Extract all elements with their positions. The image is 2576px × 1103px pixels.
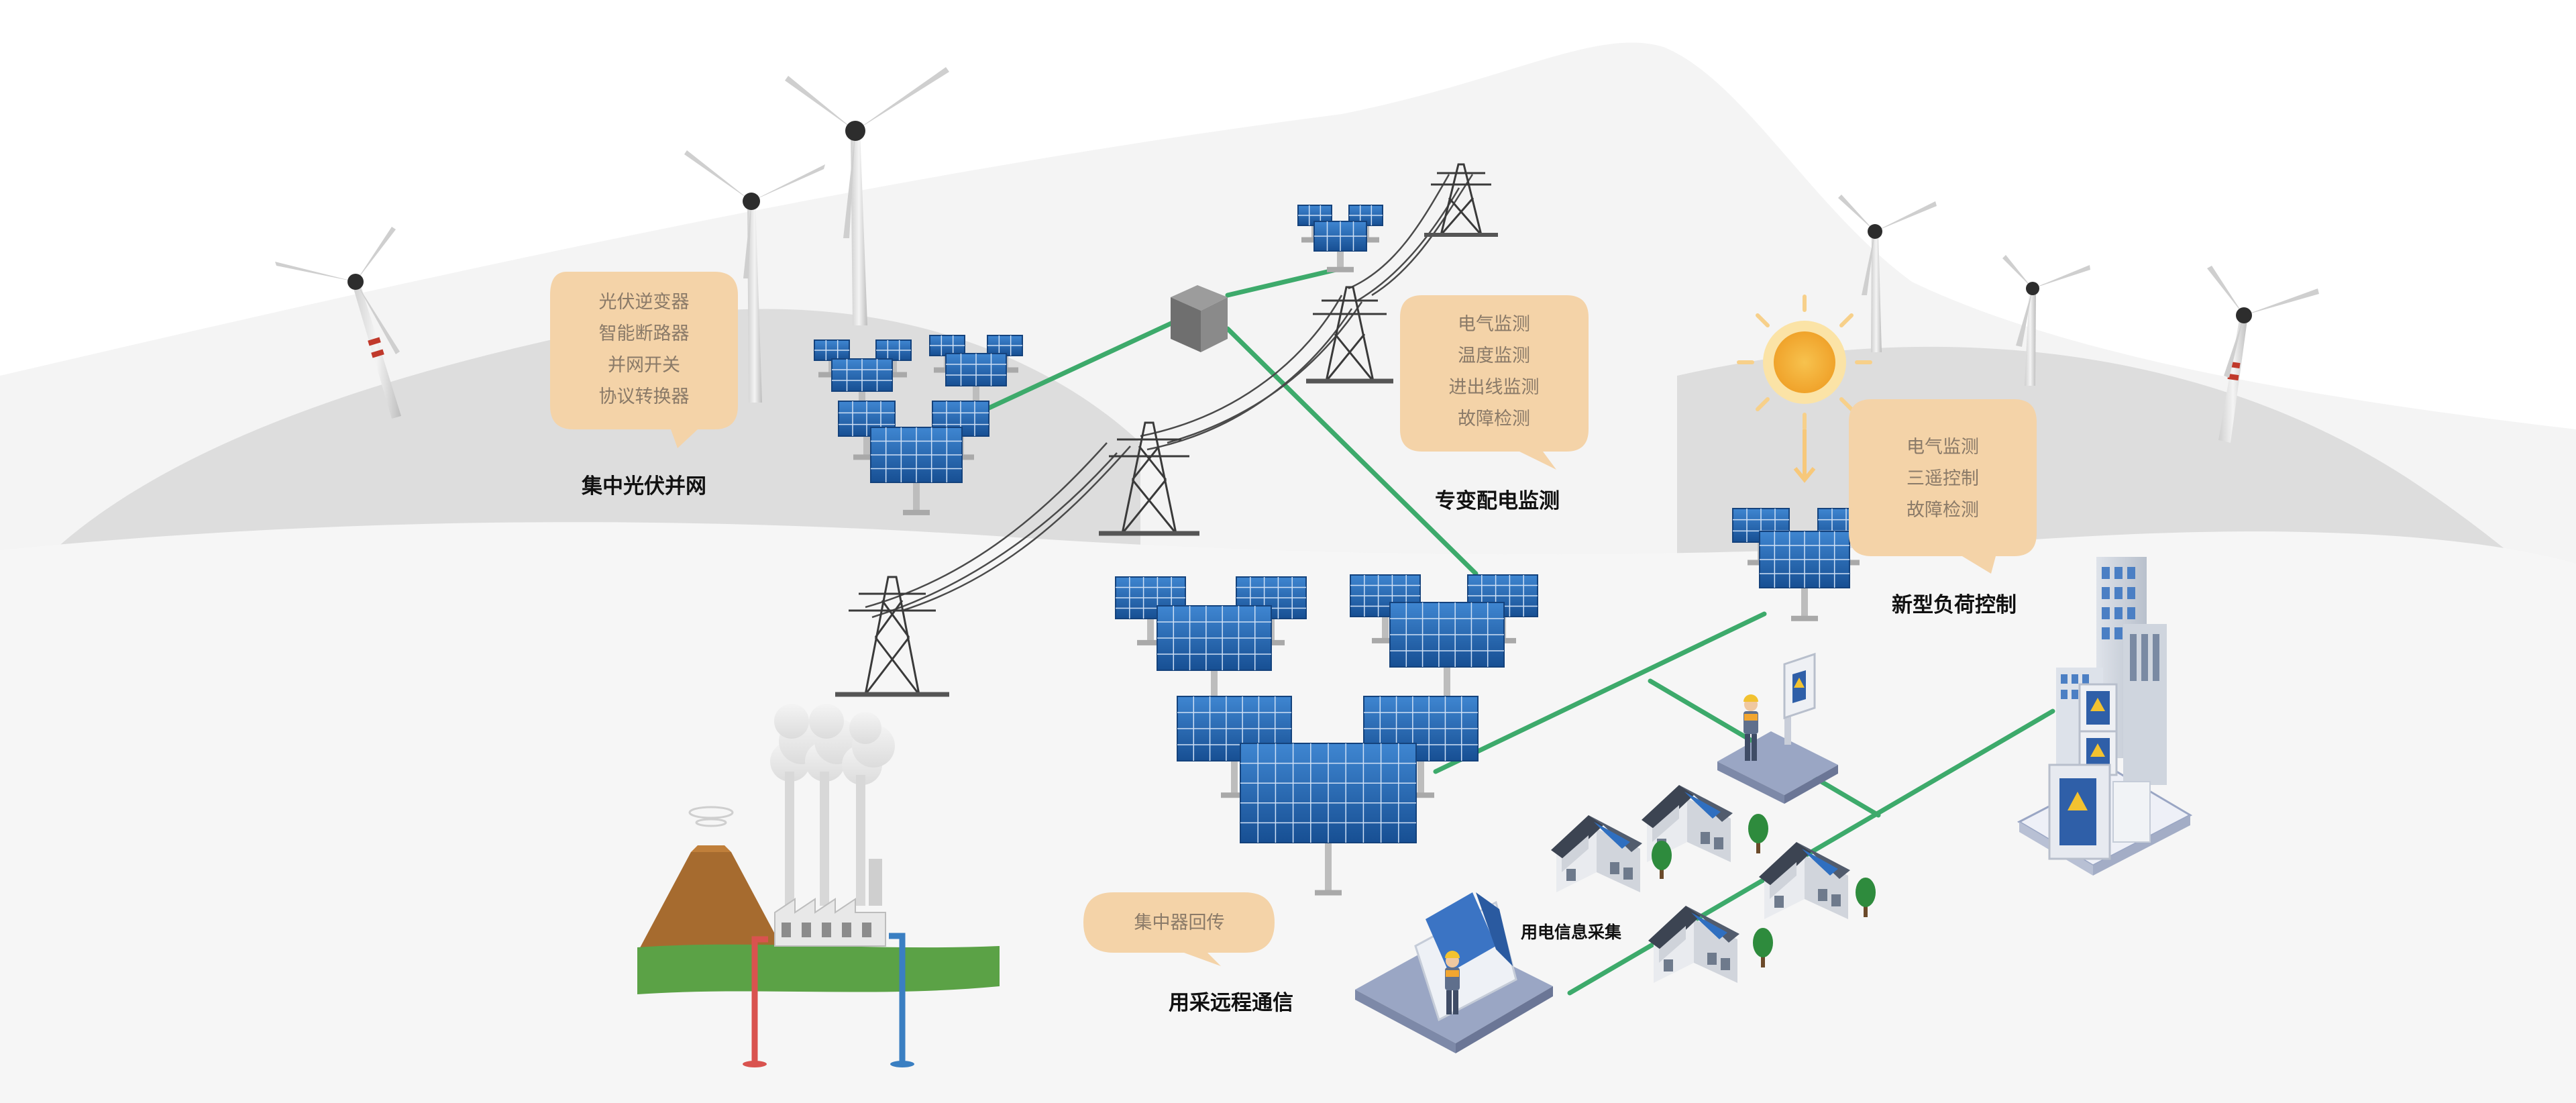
hot-pipe (751, 936, 768, 1061)
solar-panel-icon (1115, 576, 1186, 645)
tree-icon (1748, 814, 1768, 853)
bubble-line: 三遥控制 (1907, 468, 1979, 489)
transmission-tower-icon (1424, 163, 1498, 237)
warning-icon (1794, 678, 1805, 688)
link-line (1225, 326, 1479, 576)
bubble-line: 光伏逆变器 (599, 292, 690, 313)
caption-remote-comm: 用采远程通信 (1169, 991, 1293, 1015)
bubble-pv-grid: 光伏逆变器 智能断路器 并网开关 协议转换器 (550, 272, 738, 448)
bubble-line: 故障检测 (1458, 409, 1530, 429)
wind-turbine-icon (2002, 255, 2090, 386)
power-line (902, 445, 1131, 612)
warning-icon (2068, 792, 2088, 810)
caption-load-control: 新型负荷控制 (1892, 593, 2017, 617)
solar-panel-icon (875, 339, 912, 378)
wind-turbine-icon (275, 227, 401, 419)
bubble-load-control: 电气监测 三遥控制 故障检测 (1849, 399, 2037, 574)
bubble-line: 智能断路器 (599, 323, 690, 344)
geothermal-plant (637, 704, 1000, 1067)
link-line (1433, 611, 1767, 774)
volcano-icon (637, 806, 785, 953)
control-console-icon (1355, 892, 1553, 1053)
power-line (1140, 295, 1343, 437)
trees (1652, 814, 1876, 967)
collector-box-icon (2078, 683, 2118, 776)
bubble-line: 协议转换器 (599, 386, 690, 407)
bubble-transformer: 电气监测 温度监测 进出线监测 故障检测 (1400, 295, 1589, 470)
solar-panel-icon (831, 358, 893, 414)
transmission-tower-icon (1306, 286, 1393, 384)
bubble-concentrator: 集中器回传 (1083, 892, 1275, 966)
grass-ground (637, 944, 1000, 994)
bubble-line: 进出线监测 (1449, 377, 1540, 398)
bubble-line: 故障检测 (1907, 500, 1979, 521)
power-line (1167, 301, 1363, 444)
tree-icon (1652, 841, 1672, 879)
solar-panel-icon (1363, 696, 1479, 798)
worker-icon (1743, 694, 1758, 761)
cold-pipe (889, 933, 906, 1061)
warning-icon (2090, 743, 2105, 757)
link-line (1225, 266, 1344, 298)
caption-pv-grid: 集中光伏并网 (581, 474, 706, 498)
transmission-tower-icon (835, 576, 949, 697)
background-hills (0, 42, 2576, 1103)
wind-turbine-icon (785, 67, 949, 325)
solar-panel-icon (1240, 743, 1417, 896)
house-icon (1648, 906, 1739, 983)
warning-icon (2090, 698, 2105, 711)
sun-icon (1737, 295, 1872, 483)
house-icon (1759, 842, 1850, 919)
building-icon (2017, 557, 2193, 876)
power-line (871, 452, 1118, 619)
transmission-tower-icon (1099, 421, 1199, 536)
solar-panel-icon (1157, 605, 1272, 708)
worker-icon (1445, 951, 1460, 1014)
bubble-line: 电气监测 (1458, 314, 1530, 335)
solar-panel-icon (1389, 602, 1505, 704)
collector-box-icon (1171, 285, 1228, 352)
caption-collection: 用电信息采集 (1521, 923, 1622, 942)
factory-icon (770, 704, 895, 947)
solar-arrays (814, 205, 1875, 896)
solar-panel-icon (1759, 531, 1850, 621)
link-line (983, 319, 1177, 412)
bubble-line: 集中器回传 (1134, 912, 1225, 933)
solar-panel-icon (1313, 221, 1367, 272)
transmission-towers (835, 163, 1498, 697)
meter-platform (1717, 652, 1838, 804)
wind-turbine-icon (684, 150, 825, 403)
solar-panel-icon (870, 427, 963, 515)
house-icon (1642, 785, 1733, 862)
houses (1551, 785, 1850, 983)
bubble-line: 温度监测 (1458, 346, 1530, 366)
collector-box-icon (1783, 652, 1816, 720)
wind-turbines (275, 67, 2319, 443)
wind-turbine-icon (1838, 195, 1937, 352)
tree-icon (1856, 878, 1876, 917)
bubble-line: 并网开关 (608, 355, 680, 376)
tree-icon (1753, 928, 1773, 967)
bubble-line: 电气监测 (1907, 437, 1979, 458)
house-icon (1551, 815, 1642, 892)
power-line (1371, 174, 1474, 297)
caption-transformer: 专变配电监测 (1435, 489, 1560, 513)
power-line (1348, 174, 1450, 290)
wind-turbine-icon (2207, 266, 2319, 443)
